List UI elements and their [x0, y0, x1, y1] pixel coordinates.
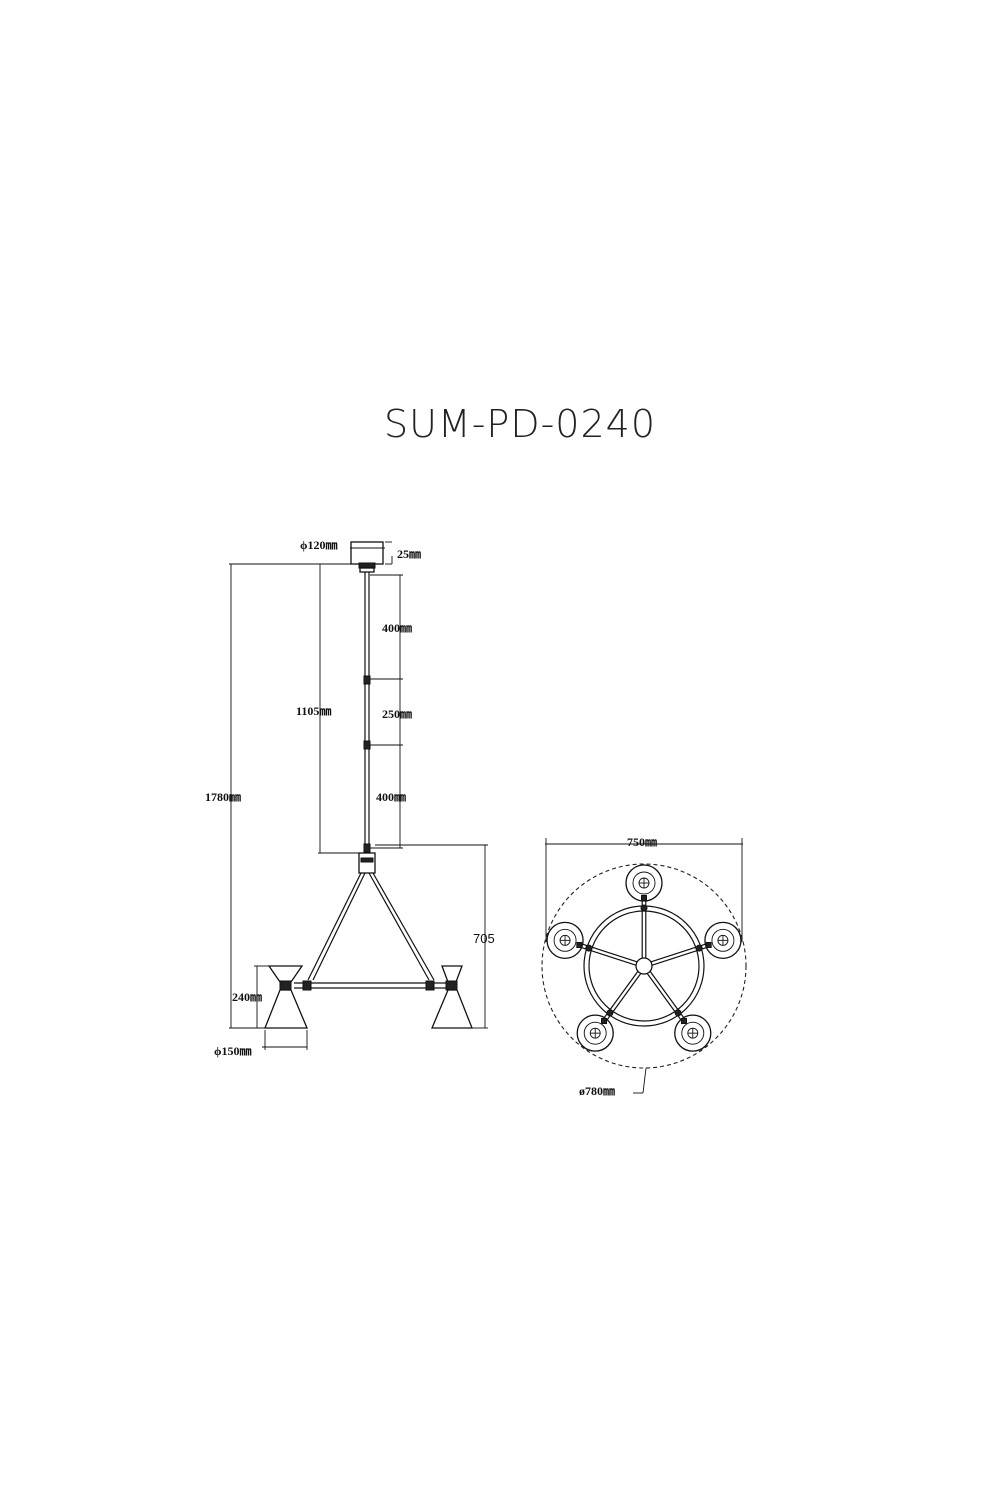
side-view: ϕ120㎜ 25㎜ 400㎜ 250㎜ 400㎜ 1105㎜ [205, 538, 495, 1058]
shade-left [264, 965, 308, 1029]
canopy-height-label: 25㎜ [397, 547, 421, 561]
span-label: 750㎜ [627, 835, 657, 849]
drawing-title: SUM-PD-0240 [383, 402, 657, 446]
lamp-head-1 [625, 864, 663, 902]
dim-span: 750㎜ [545, 835, 743, 942]
dim-outer-diameter: ø780㎜ [579, 1067, 647, 1098]
dim-canopy-height: 25㎜ [385, 541, 421, 565]
head-connector [641, 895, 647, 901]
lamp-head-3 [674, 1014, 712, 1052]
head-connector [576, 941, 583, 948]
rod-total-label: 1105㎜ [296, 704, 331, 718]
suspension-rod [363, 572, 371, 853]
dim-frame-height: 705 [375, 844, 495, 1029]
shade-inner [711, 928, 735, 952]
ring-joint-3 [674, 1009, 682, 1017]
head-connector [601, 1018, 608, 1025]
dim-shade-height: 240㎜ [232, 965, 269, 1029]
lamp-head-5 [546, 921, 584, 960]
rod-upper-label: 400㎜ [382, 621, 412, 635]
dim-total-height: 1780㎜ [205, 563, 352, 1029]
center-hub [635, 957, 653, 975]
shade-diameter-label: ϕ150㎜ [214, 1044, 252, 1058]
shade-inner [632, 871, 656, 895]
dim-shade-diameter: ϕ150㎜ [214, 1030, 308, 1058]
canopy-diameter-label: ϕ120㎜ [300, 538, 338, 552]
rod-middle-label: 250㎜ [382, 707, 412, 721]
shade-inner [681, 1021, 705, 1045]
canopy [350, 541, 384, 565]
head-connector [680, 1018, 687, 1025]
ring-joint-5 [585, 944, 593, 952]
lamp-head-4 [576, 1014, 614, 1052]
dim-rod-total: 1105㎜ [296, 563, 359, 854]
lamp-head-2 [704, 921, 742, 960]
frame-height-label: 705 [473, 931, 495, 946]
total-height-label: 1780㎜ [205, 790, 241, 804]
outer-envelope [541, 863, 747, 1069]
ring-joint-1 [640, 904, 648, 912]
dim-canopy-diameter: ϕ120㎜ [300, 538, 385, 552]
frame [294, 872, 446, 991]
shade-right [431, 965, 473, 1029]
ring-joint-4 [606, 1009, 614, 1017]
plan-view: 750㎜ ø780㎜ [541, 835, 747, 1098]
hub [358, 852, 376, 874]
ring-joint-2 [695, 944, 703, 952]
outer-diameter-label: ø780㎜ [579, 1084, 615, 1098]
head-connector [705, 941, 712, 948]
shade-inner [583, 1021, 607, 1045]
shade-inner [553, 928, 577, 952]
rod-lower-label: 400㎜ [376, 790, 406, 804]
lamp-heads [546, 864, 742, 1052]
shade-height-label: 240㎜ [232, 990, 262, 1004]
dim-rod-sections: 400㎜ 250㎜ 400㎜ [370, 574, 412, 849]
